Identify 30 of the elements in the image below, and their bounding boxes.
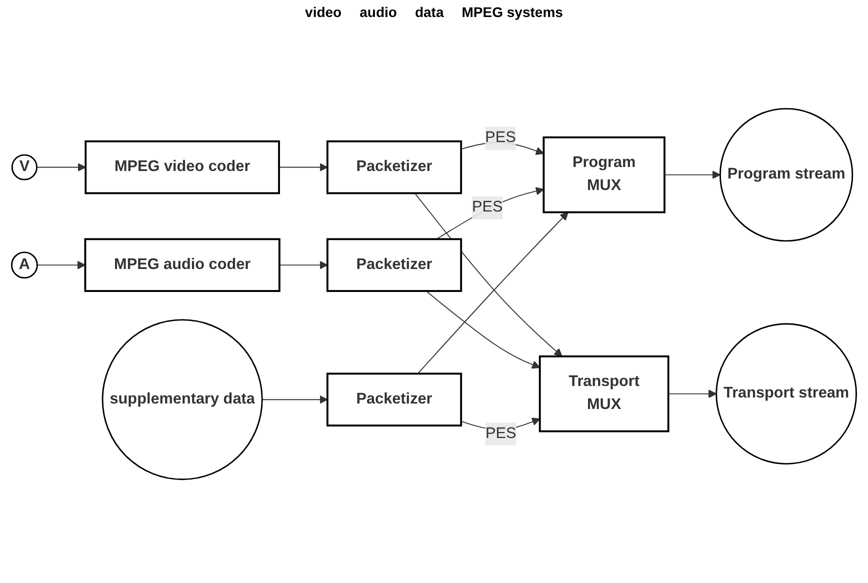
label-text: audio xyxy=(360,4,397,20)
arrow xyxy=(36,163,86,172)
node-circle: Program stream xyxy=(719,108,854,242)
node-circle: V xyxy=(11,154,38,180)
node-box: Packetizer xyxy=(326,372,462,426)
arrow xyxy=(664,170,721,179)
node-box: Packetizer xyxy=(326,140,462,194)
arrow xyxy=(278,260,328,270)
edge-label: PES xyxy=(472,199,503,216)
arrow xyxy=(436,187,544,240)
edge-label: PES xyxy=(486,425,516,442)
node-circle: supplementary data xyxy=(102,319,263,480)
edge-label: PES xyxy=(485,130,516,146)
node-box: MPEG video coder xyxy=(84,140,280,194)
arrow xyxy=(668,390,717,398)
arrow xyxy=(417,212,568,374)
node-box: Transport MUX xyxy=(538,355,670,432)
arrow xyxy=(414,192,562,357)
node-box: Program MUX xyxy=(542,136,666,214)
label-text: MPEG systems xyxy=(462,4,563,20)
node-box: Packetizer xyxy=(326,238,462,292)
node-circle: A xyxy=(11,252,38,279)
label-text: data xyxy=(414,4,444,20)
node-circle: Transport stream xyxy=(716,323,857,464)
node-box: MPEG audio coder xyxy=(84,238,280,292)
label-text: video xyxy=(305,4,342,20)
arrow xyxy=(36,260,86,270)
arrow xyxy=(262,395,328,404)
arrow xyxy=(426,290,540,369)
arrow xyxy=(278,163,328,172)
